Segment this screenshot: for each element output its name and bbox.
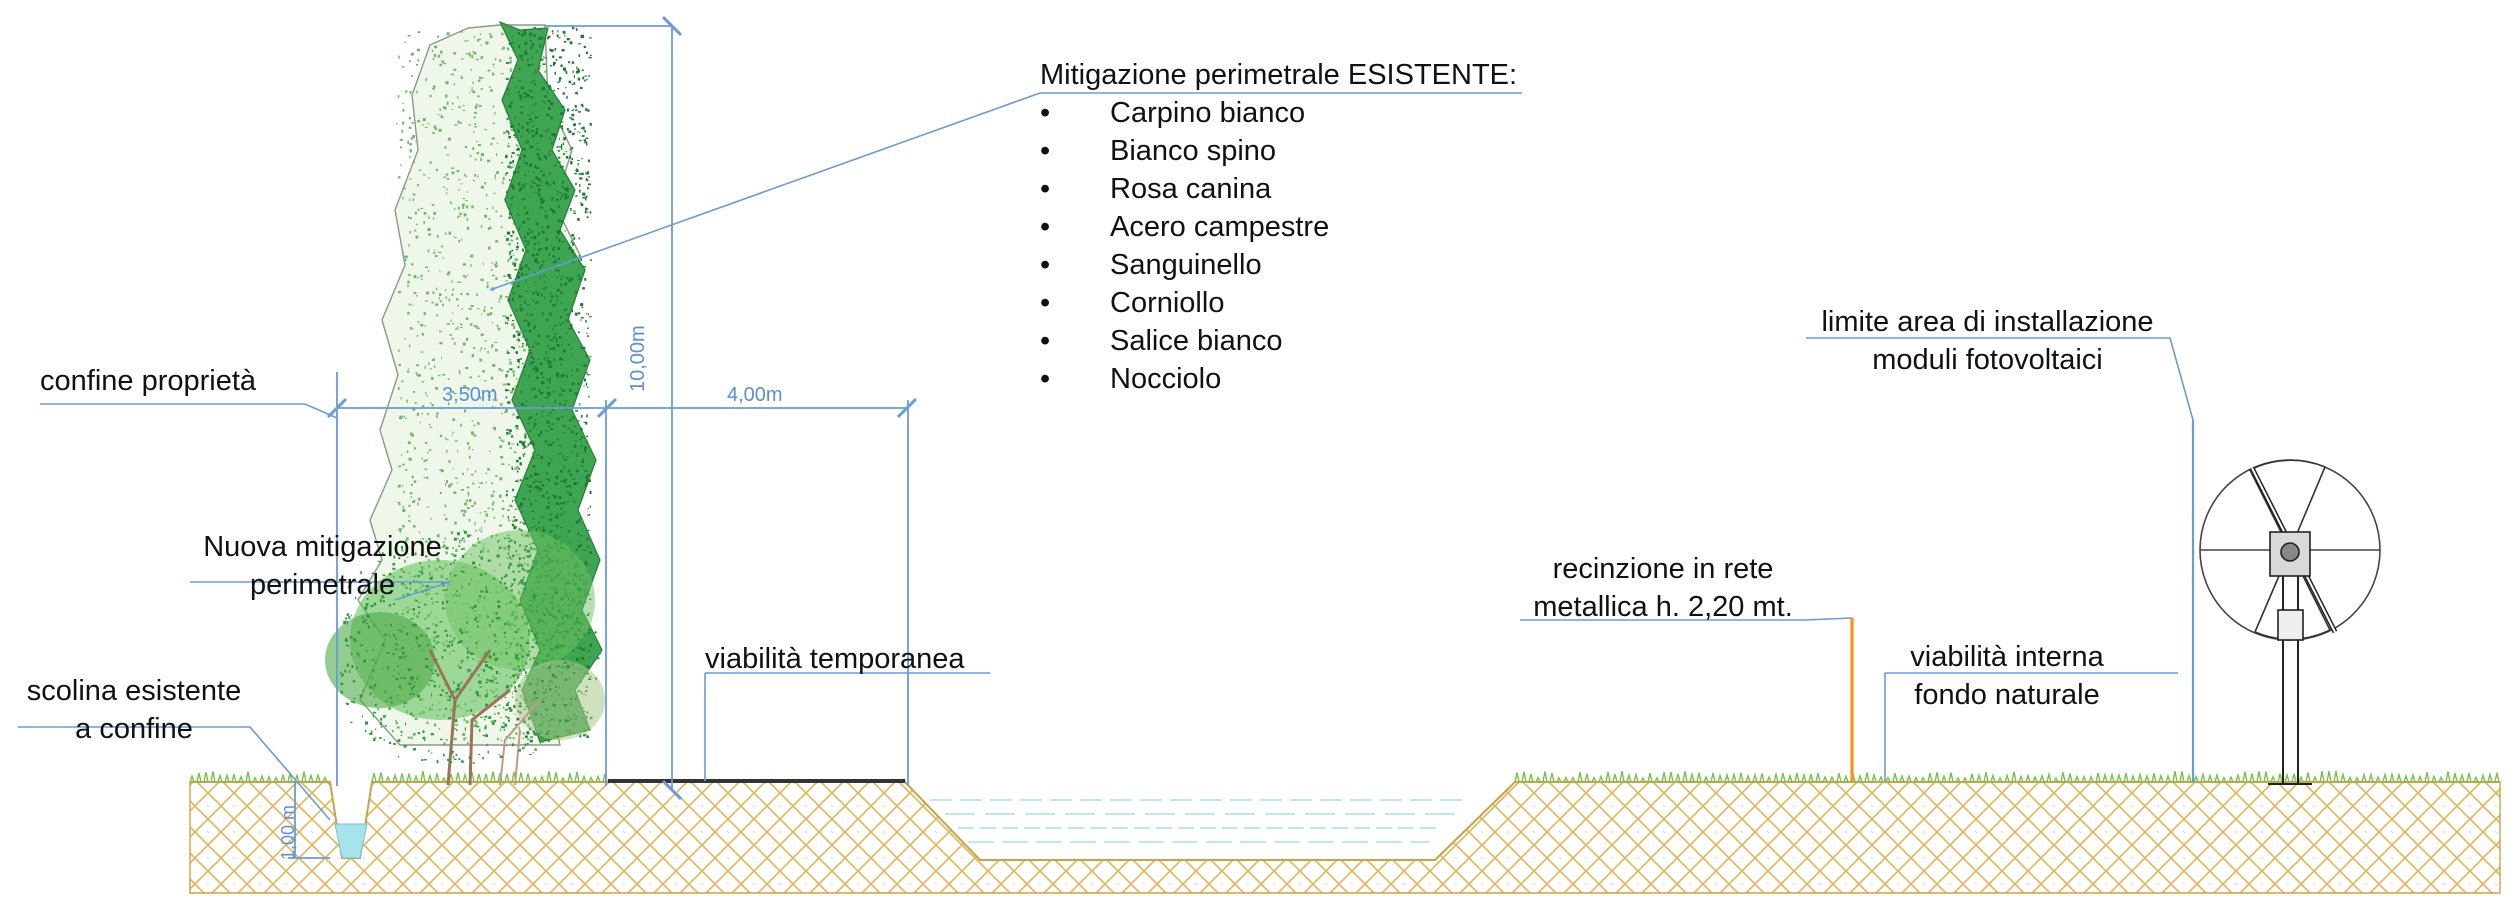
- bullet-icon: •: [1040, 135, 1051, 167]
- label-limite-area: limite area di installazione moduli foto…: [1800, 303, 2175, 379]
- label-limite-area-line1: limite area di installazione: [1821, 306, 2154, 338]
- species-name: Acero campestre: [1110, 211, 1330, 243]
- species-item: • Nocciolo: [1040, 360, 1329, 398]
- dimension-ditch-depth: 1,00 m: [278, 804, 298, 860]
- bullet-icon: •: [1040, 287, 1051, 319]
- species-item: • Rosa canina: [1040, 170, 1329, 208]
- label-scolina-line1: scolina esistente: [26, 675, 242, 707]
- bullet-icon: •: [1040, 325, 1051, 357]
- species-name: Rosa canina: [1110, 173, 1272, 205]
- leader-lines: [18, 92, 2195, 821]
- species-name: Bianco spino: [1110, 135, 1277, 167]
- label-recinzione-line2: metallica h. 2,20 mt.: [1533, 591, 1793, 623]
- label-recinzione-line1: recinzione in rete: [1552, 553, 1774, 585]
- new-mitigation-trees: [325, 530, 605, 786]
- dimension-width-road: 4,00m: [727, 384, 783, 406]
- species-item: • Salice bianco: [1040, 322, 1329, 360]
- label-recinzione: recinzione in rete metallica h. 2,20 mt.: [1518, 550, 1808, 626]
- bullet-icon: •: [1040, 249, 1051, 281]
- label-viabilita-interna-line1: viabilità interna: [1910, 641, 2104, 673]
- dimension-width-new: 3,50m: [442, 384, 498, 406]
- label-scolina: scolina esistente a confine: [16, 672, 252, 748]
- species-list: • Carpino bianco • Bianco spino • Rosa cani…: [1040, 94, 1329, 398]
- solar-tracker: [2199, 459, 2381, 785]
- label-limite-area-line2: moduli fotovoltaici: [1872, 344, 2103, 376]
- channel-water-lines: [930, 799, 1470, 843]
- ditch-water: [334, 823, 368, 859]
- species-name: Carpino bianco: [1110, 97, 1306, 129]
- bullet-icon: •: [1040, 97, 1051, 129]
- label-nuova-mitigazione-line1: Nuova mitigazione: [203, 531, 442, 563]
- dimension-height-hedge: 10,00m: [627, 325, 649, 392]
- tree-foliage-speckle: [340, 530, 602, 764]
- label-scolina-line2: a confine: [75, 713, 193, 745]
- label-nuova-mitigazione: Nuova mitigazione perimetrale: [190, 528, 455, 604]
- label-confine-proprieta: confine proprietà: [40, 365, 257, 397]
- label-viabilita-interna-line2: fondo naturale: [1914, 679, 2100, 711]
- species-name: Nocciolo: [1110, 363, 1222, 395]
- dimension-lines: [288, 15, 918, 859]
- species-item: • Corniollo: [1040, 284, 1329, 322]
- species-item: • Sanguinello: [1040, 246, 1329, 284]
- label-viabilita-temporanea: viabilità temporanea: [705, 643, 965, 675]
- label-mitigazione-esistente-title: Mitigazione perimetrale ESISTENTE:: [1040, 59, 1518, 91]
- species-name: Corniollo: [1110, 287, 1225, 319]
- label-viabilita-interna: viabilità interna fondo naturale: [1882, 638, 2132, 714]
- grass-tufts: [189, 770, 2500, 783]
- species-item: • Carpino bianco: [1040, 94, 1329, 132]
- bullet-icon: •: [1040, 211, 1051, 243]
- species-item: • Bianco spino: [1040, 132, 1329, 170]
- bullet-icon: •: [1040, 173, 1051, 205]
- label-nuova-mitigazione-line2: perimetrale: [249, 569, 396, 601]
- bullet-icon: •: [1040, 363, 1051, 395]
- species-item: • Acero campestre: [1040, 208, 1329, 246]
- species-name: Sanguinello: [1110, 249, 1262, 281]
- species-name: Salice bianco: [1110, 325, 1283, 357]
- ground-body: [189, 781, 2501, 894]
